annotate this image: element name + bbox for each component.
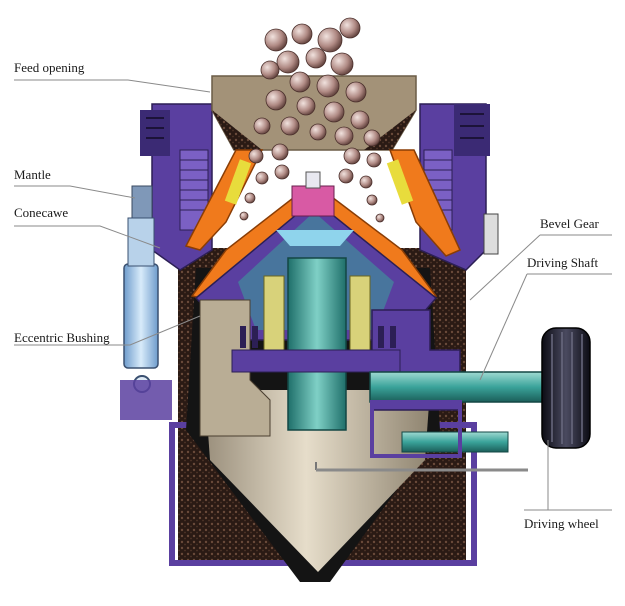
lube-pipe xyxy=(401,431,509,453)
pulley-grooves xyxy=(551,332,583,444)
bolts xyxy=(146,113,484,139)
label-eccentric-bushing: Eccentric Bushing xyxy=(14,330,110,345)
driving-shaft xyxy=(369,371,549,403)
top-bearing xyxy=(291,185,335,217)
label-feed-opening: Feed opening xyxy=(14,60,85,75)
label-driving-wheel: Driving wheel xyxy=(524,516,599,531)
gear-teeth xyxy=(240,326,396,348)
label-mantle: Mantle xyxy=(14,167,51,182)
label-driving-shaft: Driving Shaft xyxy=(527,255,599,270)
label-conecawe: Conecawe xyxy=(14,205,69,220)
clamp-right xyxy=(454,104,490,156)
head-cap xyxy=(276,230,354,246)
leader-lines xyxy=(14,79,612,511)
cylinder-rod xyxy=(131,185,153,221)
right-latch xyxy=(483,213,499,255)
clamp-left xyxy=(140,110,170,156)
concave-liner-right xyxy=(388,149,462,257)
feed-stones xyxy=(239,17,385,223)
main-shaft xyxy=(287,257,347,431)
label-bevel-gear: Bevel Gear xyxy=(540,216,599,231)
hydraulic-cylinder xyxy=(123,263,159,369)
driving-wheel-pulley xyxy=(541,327,591,449)
eccentric-bushing-part xyxy=(263,275,285,353)
